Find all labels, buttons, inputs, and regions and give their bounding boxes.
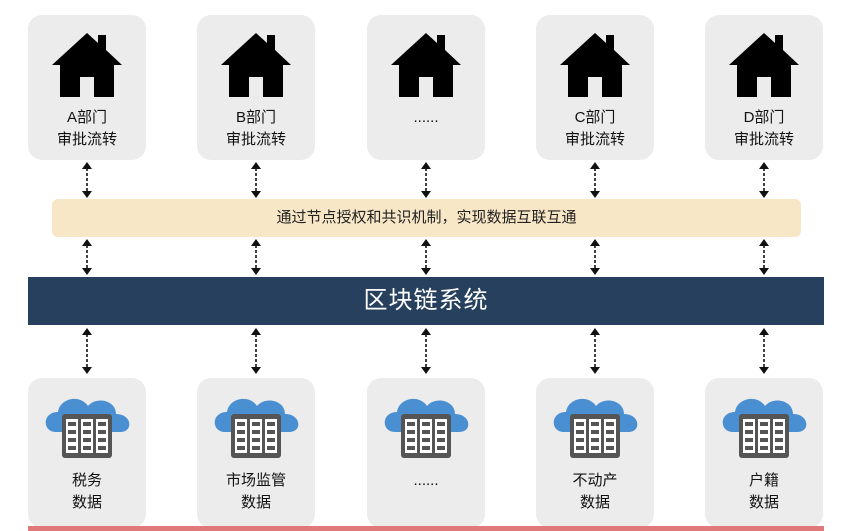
data-source-label: ...... bbox=[413, 472, 439, 489]
bidirectional-arrow-icon bbox=[81, 162, 93, 198]
data-source-label: 市场监管数据 bbox=[225, 472, 286, 511]
data-source-label: 税务数据 bbox=[71, 472, 102, 511]
bidirectional-arrow-icon bbox=[250, 162, 262, 198]
bidirectional-arrow-icon bbox=[81, 239, 93, 275]
blockchain-system-bar: 区块链系统 bbox=[28, 277, 824, 325]
house-icon bbox=[219, 27, 293, 101]
bottom-accent-strip bbox=[28, 526, 824, 531]
cloud-server-icon bbox=[207, 392, 305, 464]
house-icon bbox=[727, 27, 801, 101]
department-card-a: A部门审批流转 bbox=[28, 15, 146, 160]
bidirectional-arrow-icon bbox=[589, 239, 601, 275]
department-label: A部门审批流转 bbox=[56, 109, 117, 148]
department-label: ...... bbox=[413, 109, 439, 126]
bidirectional-arrow-icon bbox=[250, 328, 262, 374]
department-label: C部门审批流转 bbox=[564, 109, 625, 148]
department-label: D部门审批流转 bbox=[733, 109, 794, 148]
data-source-card-tax: 税务数据 bbox=[28, 378, 146, 528]
bidirectional-arrow-icon bbox=[420, 162, 432, 198]
department-label: B部门审批流转 bbox=[225, 109, 286, 148]
house-icon bbox=[50, 27, 124, 101]
data-source-card-household: 户籍数据 bbox=[705, 378, 823, 528]
department-card-d: D部门审批流转 bbox=[705, 15, 823, 160]
bidirectional-arrow-icon bbox=[758, 162, 770, 198]
cloud-server-icon bbox=[546, 392, 644, 464]
bidirectional-arrow-icon bbox=[81, 328, 93, 374]
data-source-label: 户籍数据 bbox=[748, 472, 779, 511]
department-card-c: C部门审批流转 bbox=[536, 15, 654, 160]
cloud-server-icon bbox=[377, 392, 475, 464]
bidirectional-arrow-icon bbox=[758, 239, 770, 275]
cloud-server-icon bbox=[38, 392, 136, 464]
bidirectional-arrow-icon bbox=[420, 328, 432, 374]
cloud-server-icon bbox=[715, 392, 813, 464]
house-icon bbox=[558, 27, 632, 101]
department-card-more: ...... bbox=[367, 15, 485, 160]
data-source-card-property: 不动产数据 bbox=[536, 378, 654, 528]
house-icon bbox=[389, 27, 463, 101]
data-source-label: 不动产数据 bbox=[572, 472, 618, 511]
bidirectional-arrow-icon bbox=[250, 239, 262, 275]
bidirectional-arrow-icon bbox=[758, 328, 770, 374]
department-card-b: B部门审批流转 bbox=[197, 15, 315, 160]
consensus-banner: 通过节点授权和共识机制，实现数据互联互通 bbox=[52, 199, 801, 237]
bidirectional-arrow-icon bbox=[589, 162, 601, 198]
bidirectional-arrow-icon bbox=[589, 328, 601, 374]
data-source-card-more: ...... bbox=[367, 378, 485, 528]
bidirectional-arrow-icon bbox=[420, 239, 432, 275]
data-source-card-market: 市场监管数据 bbox=[197, 378, 315, 528]
